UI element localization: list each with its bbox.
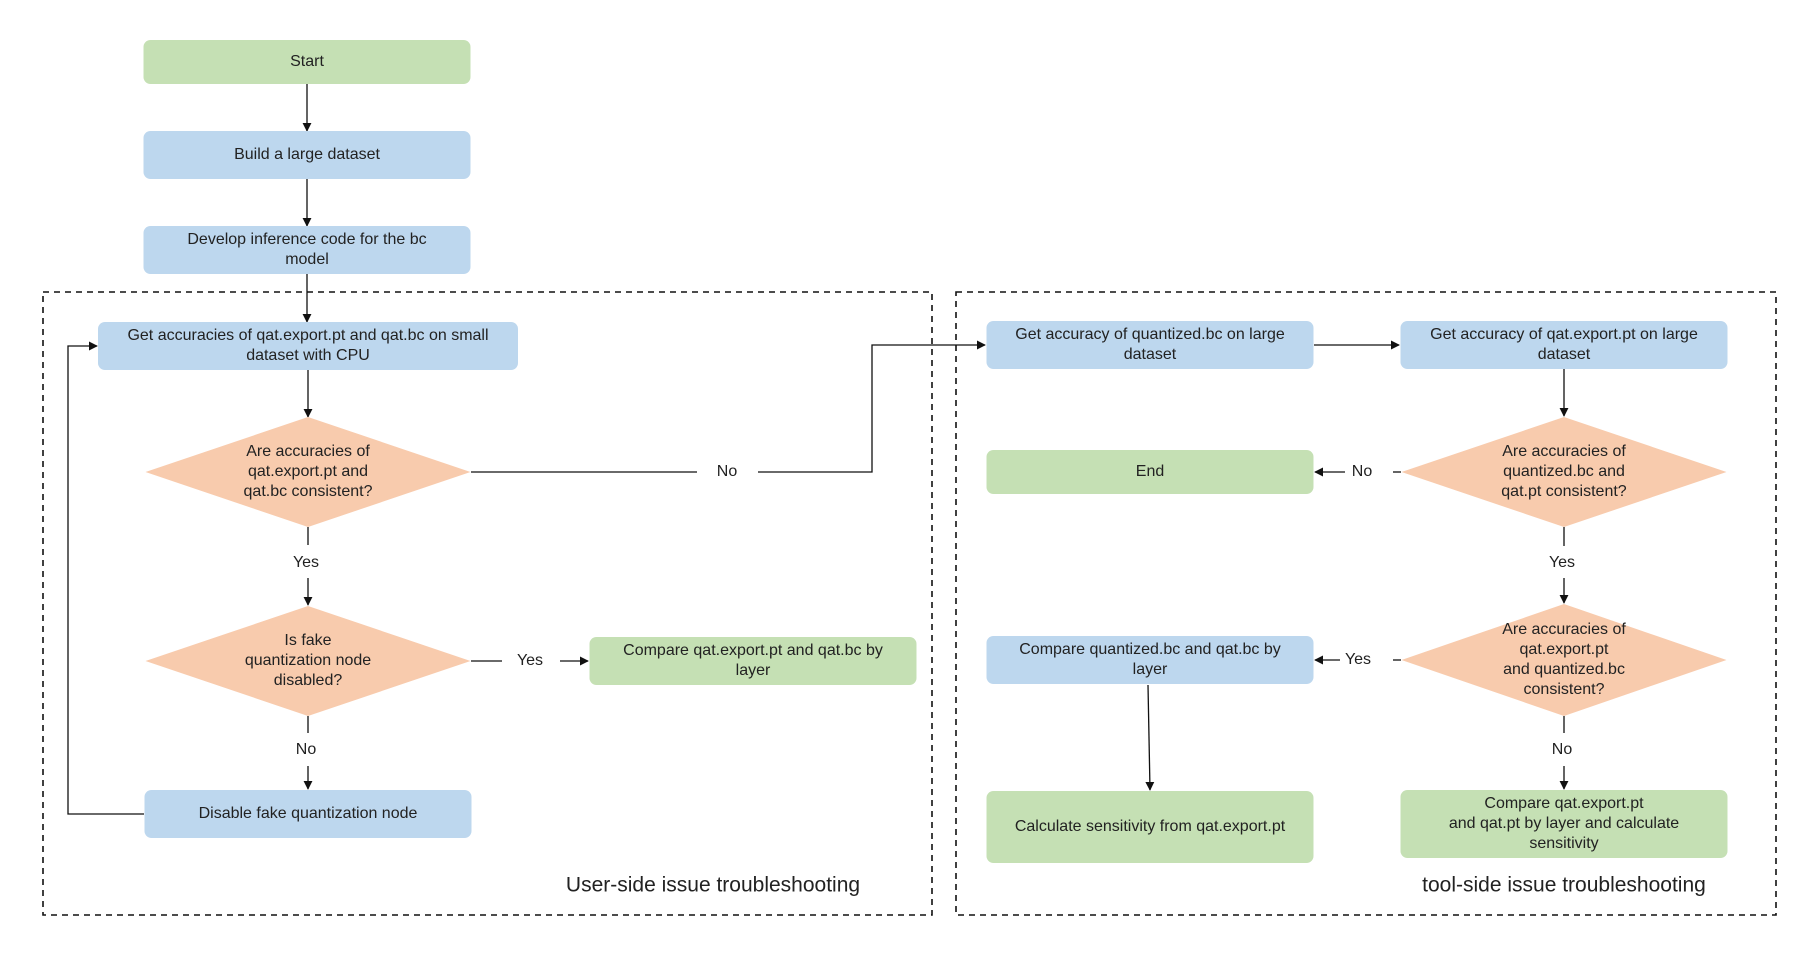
node-compare-quant-qat-shape [986, 636, 1314, 684]
node-compare-quant-qat: Compare quantized.bc and qat.bc by layer [986, 636, 1314, 684]
node-dec-export-quant-text-line: and quantized.bc [1503, 661, 1625, 678]
node-dec-fake-text-line: quantization node [245, 652, 371, 669]
node-compare-quant-qat-text-line: layer [1133, 661, 1168, 678]
group-user-border [42, 291, 933, 916]
node-dec-quant-pt: Are accuracies of quantized.bc and qat.pt … [1401, 417, 1727, 527]
node-compare-layer-sens: Compare qat.export.pt and qat.pt by layer… [1400, 790, 1728, 858]
node-get-small-text-line: dataset with CPU [246, 347, 370, 364]
node-dec-export-quant-text-line: consistent? [1524, 681, 1605, 698]
node-dec-quant-pt-text-line: qat.pt consistent? [1501, 483, 1627, 500]
edge-consistent-no-b [758, 340, 986, 473]
node-dec-quant-pt-text-line: quantized.bc and [1503, 463, 1625, 480]
node-compare-layer-sens-text-line: sensitivity [1529, 835, 1598, 852]
node-dec-quant-pt-text-line: Are accuracies of [1502, 443, 1626, 460]
node-compare-layer-sens-text-line: Compare qat.export.pt [1484, 795, 1644, 812]
node-dec-fake: Is fake quantization node disabled? [145, 606, 471, 716]
node-end-shape [986, 450, 1314, 494]
node-get-export-large-text-line: dataset [1538, 346, 1591, 363]
node-calc-sens-shape [986, 791, 1314, 863]
edge-compare-quant-calc [1145, 684, 1155, 791]
group-user-label: User-side issue troubleshooting [566, 874, 860, 897]
node-start-shape [143, 40, 471, 84]
node-develop-text-line: model [285, 251, 329, 268]
node-compare-qat-shape [589, 637, 917, 685]
node-dec-export-quant-shape [1401, 604, 1727, 716]
node-develop-shape [143, 226, 471, 274]
node-compare-qat: Compare qat.export.pt and qat.bc by layer [589, 637, 917, 685]
node-dec-fake-text-line: disabled? [274, 672, 343, 689]
label-consistent-no: No [717, 463, 738, 480]
node-start-text-line: Start [290, 53, 324, 70]
node-disable-fake-text-line: Disable fake quantization node [199, 805, 418, 822]
label-fake-yes: Yes [517, 652, 543, 669]
label-consistent-yes: Yes [293, 554, 319, 571]
node-disable-fake: Disable fake quantization node [144, 790, 472, 838]
node-get-quant-large-text-line: dataset [1124, 346, 1177, 363]
label-quant-pt-no: No [1352, 463, 1373, 480]
node-compare-layer-sens-text-line: and qat.pt by layer and calculate [1449, 815, 1679, 832]
node-dec-export-quant-text-line: Are accuracies of [1502, 621, 1626, 638]
node-build-text-line: Build a large dataset [234, 146, 380, 163]
node-get-small: Get accuracies of qat.export.pt and qat.… [98, 322, 518, 370]
group-tool-border [955, 291, 1777, 916]
label-fake-no: No [296, 741, 317, 758]
node-dec-fake-shape [145, 606, 471, 716]
node-dec-export-quant: Are accuracies of qat.export.pt and quanti… [1401, 604, 1727, 716]
node-dec-quant-pt-shape [1401, 417, 1727, 527]
node-build: Build a large dataset [143, 131, 471, 179]
node-dec-fake-text-line: Is fake [284, 632, 331, 649]
node-develop: Develop inference code for the bc model [143, 226, 471, 274]
node-get-quant-large-text-line: Get accuracy of quantized.bc on large [1015, 326, 1285, 343]
label-export-quant-no: No [1552, 741, 1573, 758]
node-calc-sens-text-line: Calculate sensitivity from qat.export.pt [1015, 818, 1286, 835]
node-get-quant-large-shape [986, 321, 1314, 369]
node-dec-consistent-text-line: qat.export.pt and [248, 463, 368, 480]
edge-disable-loop [67, 341, 144, 815]
node-get-export-large-text-line: Get accuracy of qat.export.pt on large [1430, 326, 1698, 343]
node-calc-sens: Calculate sensitivity from qat.export.pt [986, 791, 1314, 863]
node-get-quant-large: Get accuracy of quantized.bc on large dat… [986, 321, 1314, 369]
node-dec-export-quant-text-line: qat.export.pt [1520, 641, 1610, 658]
node-dec-consistent-text-line: qat.bc consistent? [244, 483, 373, 500]
node-dec-consistent-text-line: Are accuracies of [246, 443, 370, 460]
node-build-shape [143, 131, 471, 179]
node-get-export-large-shape [1400, 321, 1728, 369]
node-end-text-line: End [1136, 463, 1164, 480]
label-quant-pt-yes: Yes [1549, 554, 1575, 571]
node-get-export-large: Get accuracy of qat.export.pt on large da… [1400, 321, 1728, 369]
node-get-small-shape [98, 322, 518, 370]
node-dec-consistent-shape [145, 417, 471, 527]
group-tool-label: tool-side issue troubleshooting [1422, 874, 1706, 897]
node-develop-text-line: Develop inference code for the bc [187, 231, 426, 248]
node-compare-quant-qat-text-line: Compare quantized.bc and qat.bc by [1019, 641, 1281, 658]
node-start: Start [143, 40, 471, 84]
node-disable-fake-shape [144, 790, 472, 838]
node-dec-consistent: Are accuracies of qat.export.pt and qat.bc… [145, 417, 471, 527]
node-end: End [986, 450, 1314, 494]
label-export-quant-yes: Yes [1345, 651, 1371, 668]
node-get-small-text-line: Get accuracies of qat.export.pt and qat.… [127, 327, 488, 344]
node-compare-qat-text-line: layer [736, 662, 771, 679]
node-compare-qat-text-line: Compare qat.export.pt and qat.bc by [623, 642, 883, 659]
node-compare-layer-sens-shape [1400, 790, 1728, 858]
